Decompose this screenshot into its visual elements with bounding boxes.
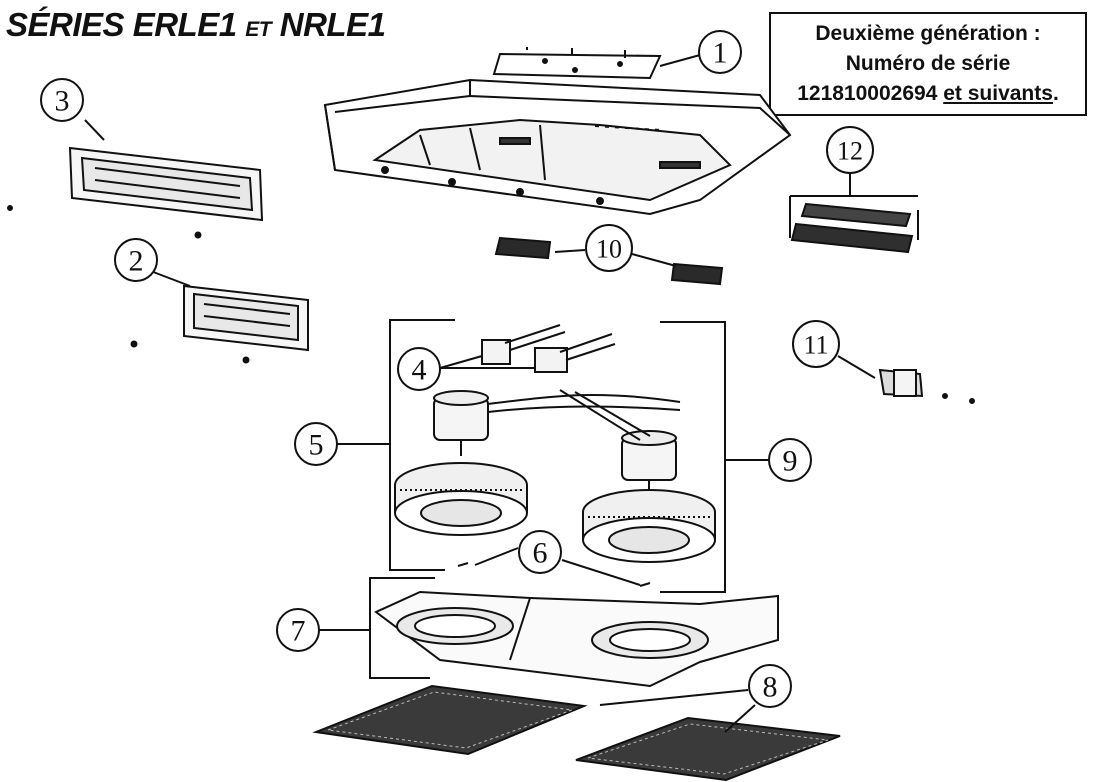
callout-12: 12 (837, 137, 863, 166)
generation-note-line1: Deuxième génération : (815, 22, 1041, 45)
blower-wheels (394, 462, 716, 563)
part-4-terminal-blocks (481, 324, 616, 373)
callout-circle-3 (40, 78, 84, 122)
title-et: ET (245, 18, 272, 41)
callout-circle-7 (276, 608, 320, 652)
callout-10: 10 (596, 235, 622, 264)
callout-circles (40, 30, 874, 708)
callout-circle-11 (792, 320, 840, 368)
callout-2: 2 (129, 245, 144, 278)
callout-5: 5 (309, 429, 324, 462)
part-10-filter-clips (494, 236, 724, 286)
callout-7: 7 (291, 615, 306, 648)
callout-circle-12 (826, 126, 874, 174)
part-2-duct-frame (130, 284, 309, 364)
diagram-title: SÉRIES ERLE1 ET NRLE1 (6, 6, 386, 44)
callout-circle-8 (748, 664, 792, 708)
part-6-screws (457, 562, 651, 587)
callout-8: 8 (763, 671, 778, 704)
part-12-control-board (789, 196, 919, 254)
part-7-mounting-plate (369, 577, 779, 688)
callout-1: 1 (713, 37, 728, 70)
callout-circle-1 (698, 30, 742, 74)
part-1-cover-plate (492, 47, 662, 80)
range-hood-body (323, 78, 792, 216)
generation-note-line3: 121810002694 et suivants. (771, 79, 1085, 109)
callout-3: 3 (55, 85, 70, 118)
callout-circle-6 (518, 530, 562, 574)
title-series-nrle1: NRLE1 (271, 6, 386, 43)
callout-4: 4 (412, 354, 427, 387)
callout-circle-10 (585, 224, 633, 272)
callout-circle-5 (294, 422, 338, 466)
part-8-grease-filters (312, 684, 841, 782)
callout-circle-4 (397, 347, 441, 391)
generation-suffix: et suivants (943, 82, 1053, 105)
part-3-duct-frame (7, 146, 264, 239)
callout-9: 9 (783, 445, 798, 478)
callout-6: 6 (533, 537, 548, 570)
callout-11: 11 (803, 331, 828, 360)
generation-note-line2: Numéro de série (845, 52, 1011, 75)
title-series-erle1: SÉRIES ERLE1 (6, 6, 246, 43)
callout-circle-9 (768, 438, 812, 482)
leader-lines (84, 54, 918, 733)
blower-motors (433, 389, 681, 496)
generation-note-box: Deuxième génération : Numéro de série 12… (769, 12, 1087, 116)
generation-serial: 121810002694 (797, 82, 938, 105)
generation-period: . (1052, 82, 1059, 105)
part-11-light-socket (878, 368, 975, 404)
callout-circle-2 (114, 238, 158, 282)
